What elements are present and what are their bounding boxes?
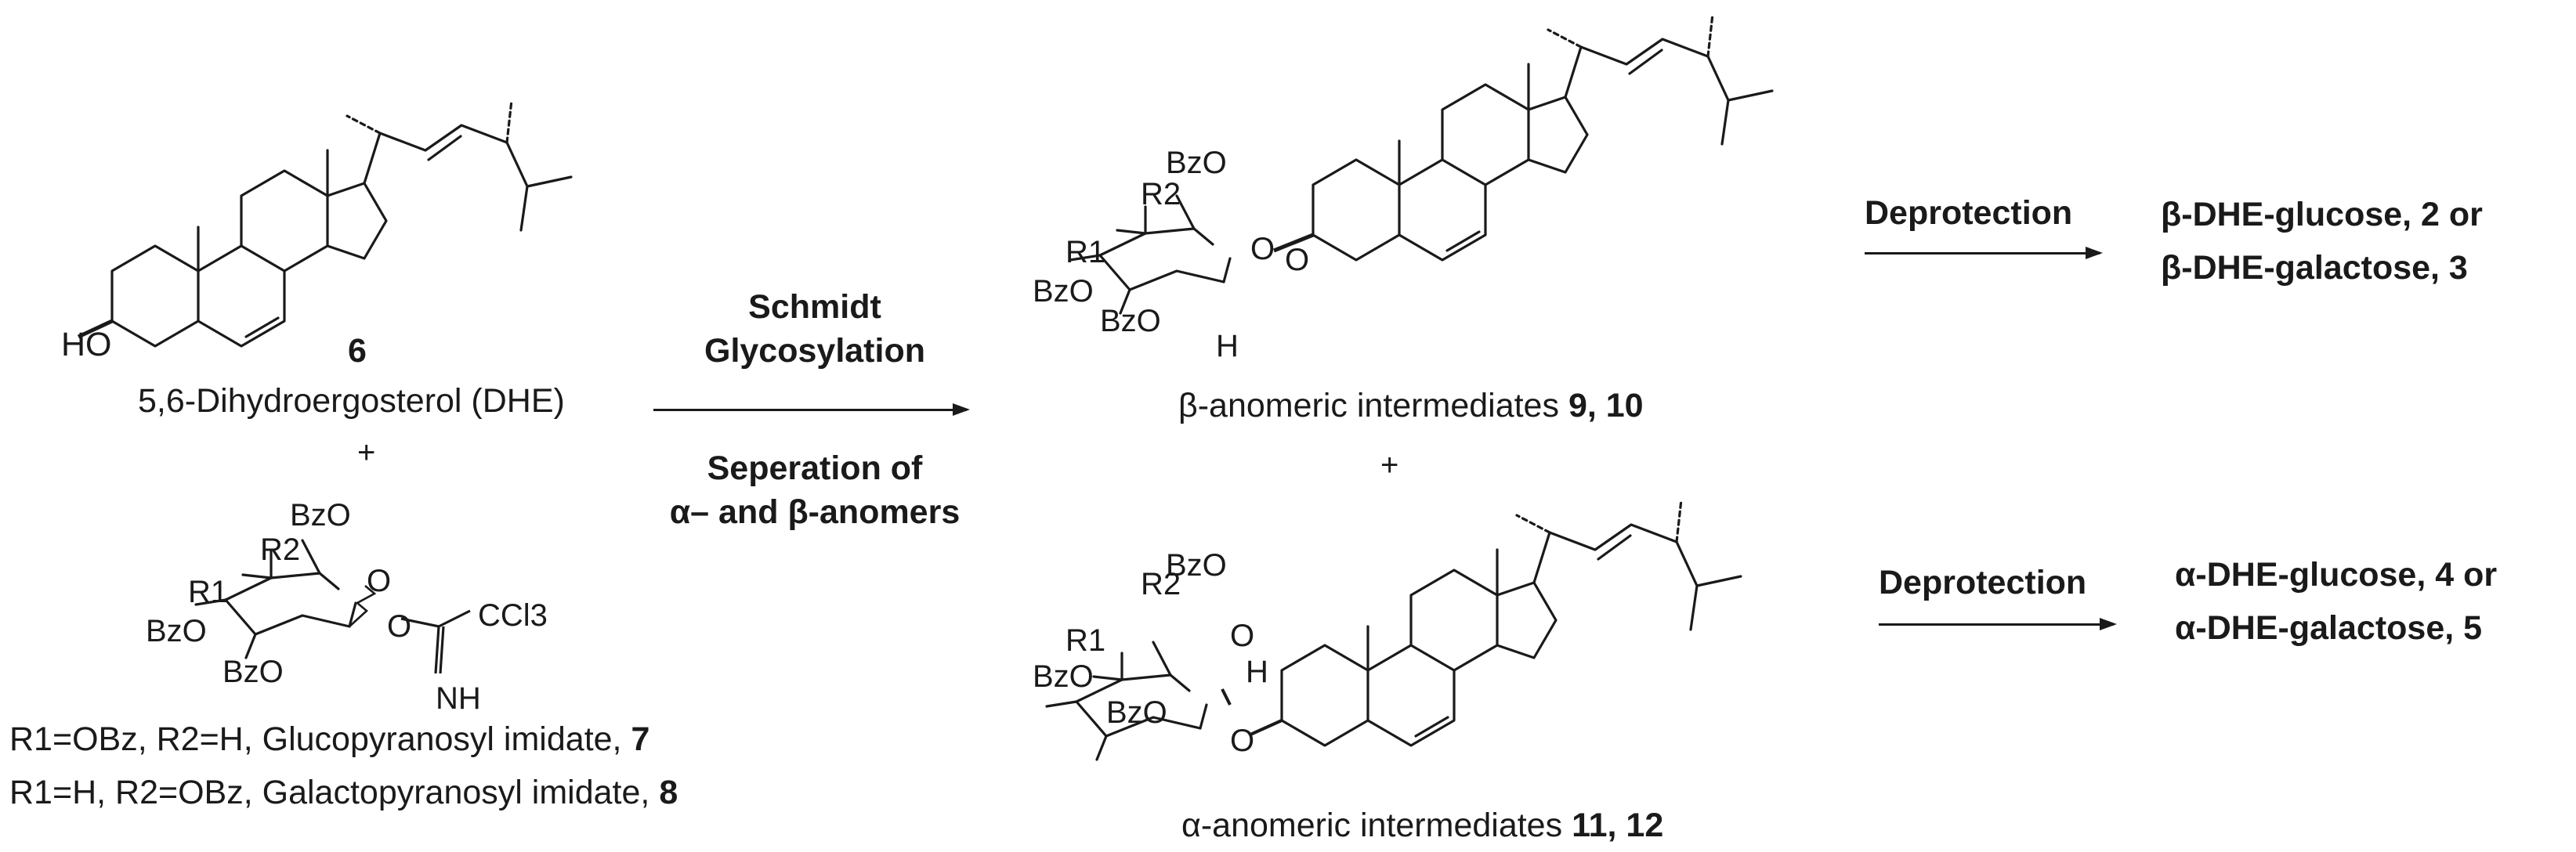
alpha-bzo-left: BzO [1033, 659, 1094, 694]
hydroxyl-label: HO [61, 326, 112, 363]
alpha-product-glucose: α-DHE-glucose, 4 or [2175, 556, 2498, 594]
beta-bzo-top: BzO [1166, 146, 1227, 180]
beta-product-galactose: β-DHE-galactose, 3 [2161, 249, 2468, 287]
plus-sign-middle: + [1380, 448, 1399, 482]
imidate-bzo-left: BzO [146, 614, 207, 648]
imidate-ring-o: O [367, 564, 392, 598]
wavy-anomeric-bond [349, 585, 377, 627]
beta-ring-o: O [1250, 232, 1275, 266]
reactant-steroid-skeleton [110, 99, 573, 348]
compound-6-number: 6 [348, 332, 367, 370]
imidate-bonds [400, 609, 471, 674]
beta-numbers: 9, 10 [1568, 387, 1644, 424]
dhe-name: 5,6-Dihydroergosterol (DHE) [138, 382, 565, 420]
alpha-product-galactose: α-DHE-galactose, 5 [2175, 609, 2483, 647]
plus-sign-left: + [357, 435, 376, 470]
beta-bzo-bottom: BzO [1100, 304, 1161, 338]
alpha-r2: R2 [1141, 567, 1181, 601]
imidate-r2: R2 [260, 532, 301, 567]
condition-glycosylation: Glycosylation [704, 332, 925, 370]
deprotection-beta-label: Deprotection [1865, 194, 2073, 232]
main-reaction-arrow [653, 403, 970, 416]
beta-label: β-anomeric intermediates [1178, 387, 1559, 424]
beta-h: H [1216, 329, 1239, 363]
imidate-nh: NH [436, 681, 481, 716]
deprotection-alpha-label: Deprotection [1879, 564, 2087, 601]
beta-linkage-wedge [1273, 233, 1314, 253]
alpha-numbers: 11, 12 [1572, 807, 1664, 844]
beta-link-o: O [1285, 243, 1310, 277]
definition-glucopyranosyl: R1=OBz, R2=H, Glucopyranosyl imidate, [9, 720, 622, 758]
beta-r2: R2 [1141, 177, 1181, 211]
compound-7-number: 7 [631, 720, 650, 758]
alpha-steroid-skeleton [1280, 498, 1742, 747]
imidate-bzo-bottom: BzO [223, 655, 284, 689]
imidate-link-o: O [387, 609, 412, 644]
deprotection-alpha-arrow [1879, 618, 2117, 630]
beta-bzo-left: BzO [1033, 274, 1094, 309]
imidate-ccl3: CCl3 [478, 598, 548, 633]
alpha-ring-o: O [1230, 619, 1255, 653]
alpha-bzo-bottom: BzO [1106, 695, 1167, 730]
imidate-bzo-top: BzO [290, 498, 351, 532]
condition-anomers: α– and β-anomers [669, 493, 961, 531]
compound-8-number: 8 [659, 774, 678, 811]
alpha-linkage-bonds [1221, 688, 1283, 736]
beta-product-glucose: β-DHE-glucose, 2 or [2161, 196, 2483, 233]
beta-r1: R1 [1065, 235, 1106, 269]
definition-galactopyranosyl: R1=H, R2=OBz, Galactopyranosyl imidate, [9, 774, 650, 811]
alpha-r1: R1 [1065, 623, 1106, 658]
condition-schmidt: Schmidt [748, 288, 881, 326]
alpha-link-o: O [1230, 724, 1255, 758]
alpha-bzo-top: BzO [1166, 548, 1227, 583]
imidate-r1: R1 [188, 575, 229, 609]
condition-separation: Seperation of [707, 449, 923, 487]
c3-oh-wedge [77, 319, 114, 339]
alpha-h: H [1246, 655, 1268, 689]
alpha-label: α-anomeric intermediates [1181, 807, 1563, 844]
beta-steroid-skeleton [1312, 13, 1774, 262]
deprotection-beta-arrow [1865, 247, 2103, 259]
